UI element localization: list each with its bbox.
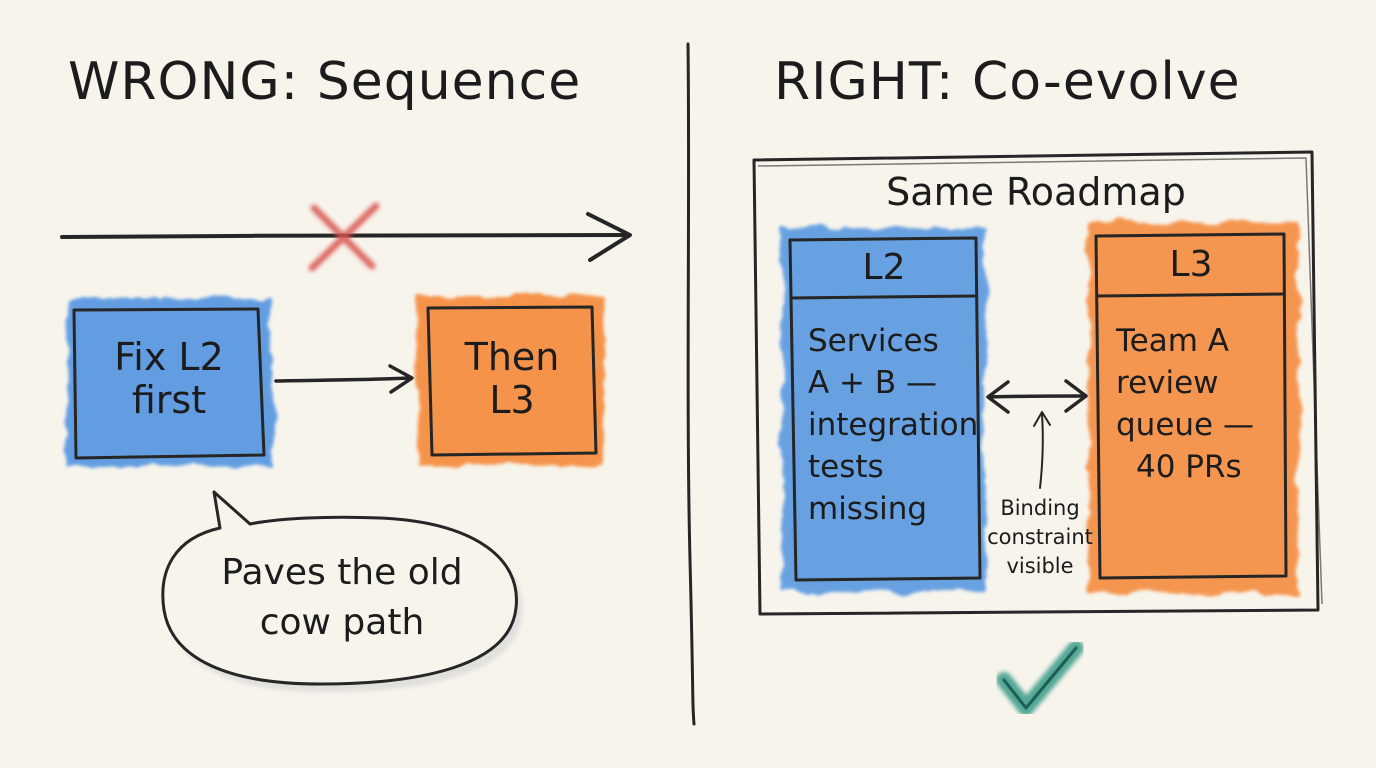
checkmark-icon bbox=[996, 640, 1084, 716]
l3-body-line-4: 40 PRs bbox=[1136, 449, 1242, 485]
fix-l2-line-2: first bbox=[131, 378, 207, 422]
bubble-line-2: cow path bbox=[259, 602, 425, 643]
annotation-line-3: visible bbox=[1006, 554, 1074, 578]
l3-column-body: Team A review queue — 40 PRs bbox=[1116, 320, 1254, 488]
l3-column-title: L3 bbox=[1169, 244, 1213, 285]
l2-column-body: Services A + B — integration tests missi… bbox=[808, 320, 978, 530]
l3-body-line-3: queue — bbox=[1116, 407, 1254, 443]
l3-body-line-2: review bbox=[1116, 365, 1219, 401]
roadmap-title: Same Roadmap bbox=[886, 170, 1186, 214]
l2-body-line-2: A + B — bbox=[808, 365, 938, 401]
l2-column-box bbox=[782, 228, 986, 592]
l3-column-box bbox=[1088, 222, 1298, 594]
annotation-line-2: constraint bbox=[987, 525, 1093, 549]
then-l3-box-text: Then L3 bbox=[428, 336, 596, 422]
speech-bubble-icon bbox=[161, 490, 523, 692]
l2-body-line-1: Services bbox=[808, 323, 939, 359]
fix-l2-box-text: Fix L2 first bbox=[74, 336, 264, 422]
bubble-line-1: Paves the old bbox=[221, 552, 463, 593]
right-heading: RIGHT: Co-evolve bbox=[774, 52, 1241, 112]
panel-divider bbox=[686, 42, 696, 726]
pointer-arrow-icon bbox=[1033, 411, 1051, 489]
then-l3-box bbox=[418, 296, 604, 466]
sequence-arrow-icon bbox=[274, 364, 414, 394]
cross-icon bbox=[308, 202, 380, 272]
roadmap-frame bbox=[752, 150, 1323, 616]
double-arrow-icon bbox=[986, 379, 1088, 414]
l2-column-title: L2 bbox=[862, 247, 906, 288]
fix-l2-box bbox=[66, 298, 272, 466]
then-l3-line-2: L3 bbox=[489, 378, 535, 422]
binding-constraint-annotation: Binding constraint visible bbox=[982, 494, 1098, 581]
l2-body-line-3: integration bbox=[808, 407, 979, 443]
then-l3-line-1: Then bbox=[464, 335, 560, 379]
fix-l2-line-1: Fix L2 bbox=[114, 335, 224, 379]
l2-body-line-5: missing bbox=[808, 491, 928, 527]
bubble-text: Paves the old cow path bbox=[176, 548, 508, 648]
wrong-heading: WRONG: Sequence bbox=[68, 52, 582, 112]
annotation-line-1: Binding bbox=[1000, 496, 1080, 520]
l3-body-line-1: Team A bbox=[1116, 323, 1229, 359]
l2-body-line-4: tests bbox=[808, 449, 884, 485]
